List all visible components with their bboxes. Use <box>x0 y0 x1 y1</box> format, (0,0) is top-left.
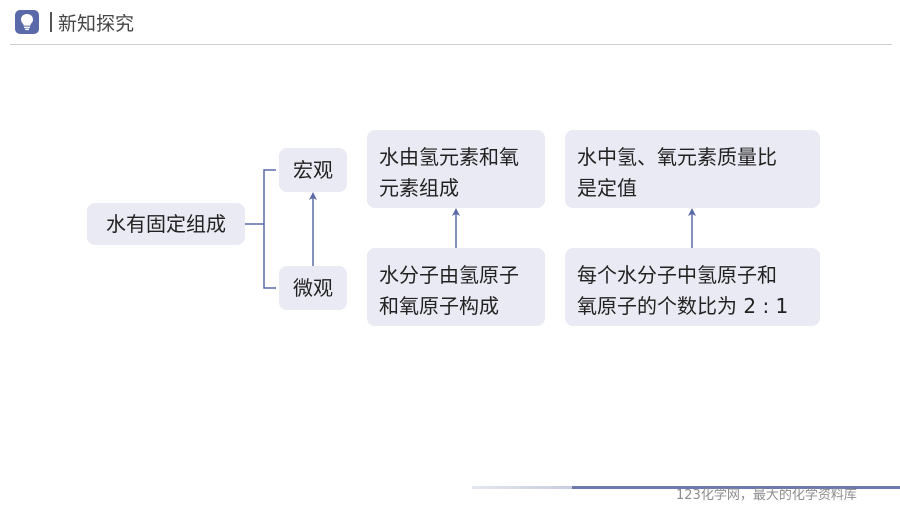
title-divider <box>50 12 52 32</box>
macro-ratio-line: 是定值 <box>577 176 637 200</box>
header-divider <box>10 44 892 45</box>
lightbulb-icon <box>15 10 39 34</box>
micro-ratio-node: 每个水分子中氢原子和 氧原子的个数比为 2 : 1 <box>565 248 820 326</box>
macro-fact-node: 水由氢元素和氧 元素组成 <box>367 130 545 208</box>
footer-divider-light <box>472 486 572 489</box>
micro-fact-line: 水分子由氢原子 <box>379 263 519 287</box>
macro-ratio-node: 水中氢、氧元素质量比 是定值 <box>565 130 820 208</box>
root-node: 水有固定组成 <box>87 203 245 245</box>
micro-node: 微观 <box>279 266 347 310</box>
page-title-text: 新知探究 <box>58 12 135 35</box>
macro-fact-line: 水由氢元素和氧 <box>379 145 519 169</box>
micro-ratio-line: 氧原子的个数比为 2 : 1 <box>577 294 789 318</box>
micro-fact-line: 和氧原子构成 <box>379 294 499 318</box>
micro-ratio-line: 每个水分子中氢原子和 <box>577 263 777 287</box>
micro-fact-node: 水分子由氢原子 和氧原子构成 <box>367 248 545 326</box>
macro-ratio-line: 水中氢、氧元素质量比 <box>577 145 777 169</box>
macro-node-label: 宏观 <box>293 157 333 182</box>
bracket-connector-vertical <box>263 169 276 289</box>
footer-divider-dark <box>572 486 900 489</box>
macro-node: 宏观 <box>279 148 347 192</box>
macro-fact-line: 元素组成 <box>379 176 459 200</box>
root-node-label: 水有固定组成 <box>106 211 226 236</box>
micro-node-label: 微观 <box>293 275 333 300</box>
footer-watermark: 123化学网，最大的化学资料库 <box>676 488 857 503</box>
page-title: 新知探究 <box>50 10 135 35</box>
